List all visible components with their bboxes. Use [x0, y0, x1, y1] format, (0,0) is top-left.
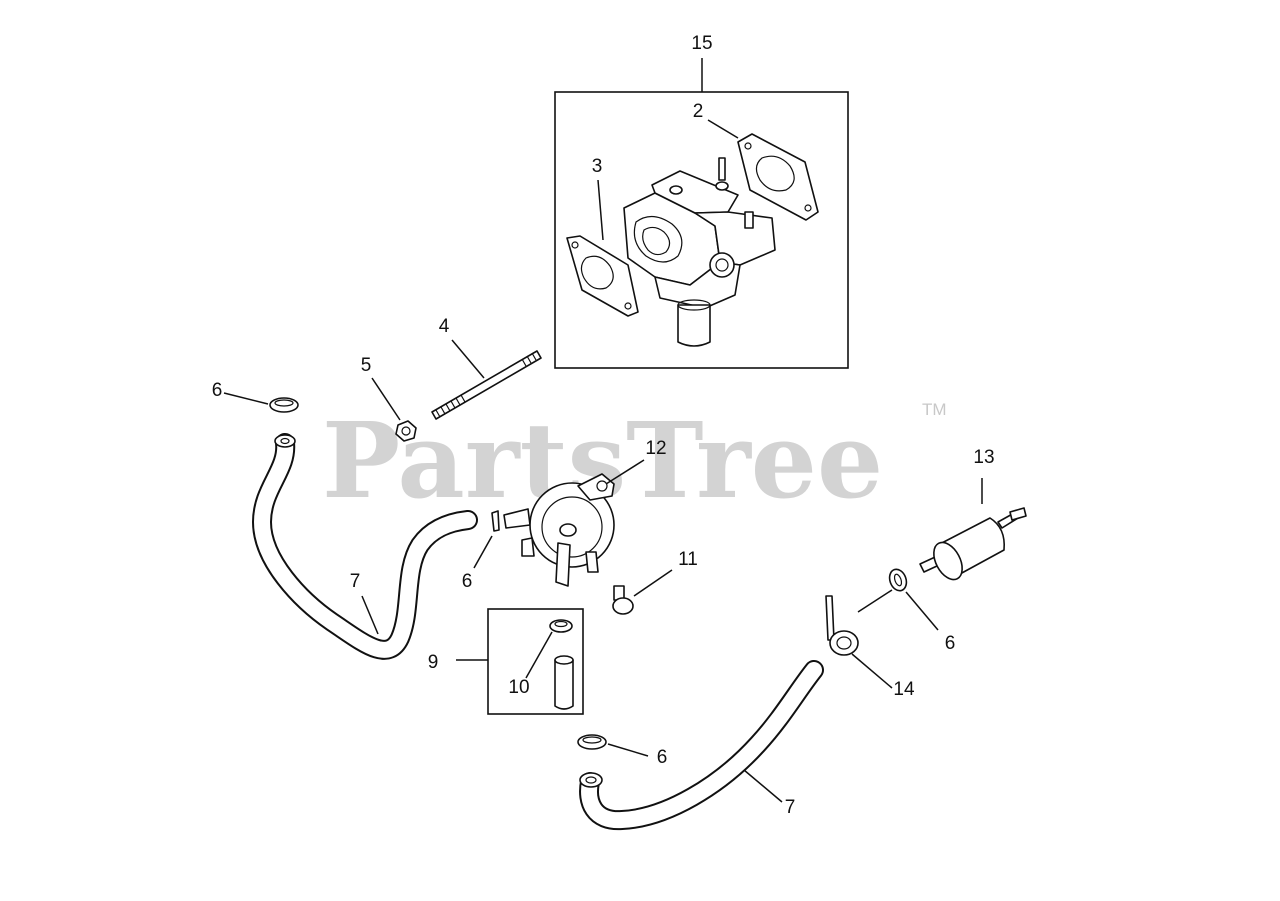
- leader-line-6d: [607, 743, 649, 757]
- stud-4: [431, 339, 542, 420]
- hose-clamp-6-top-left: [223, 392, 299, 413]
- callout-7-right: 7: [785, 797, 796, 818]
- callout-10: 10: [508, 677, 529, 698]
- leader-line-4: [451, 339, 485, 379]
- callout-6-pump: 6: [462, 571, 473, 592]
- leader-line-6b: [473, 535, 493, 569]
- callout-labels: 15 2 3 4 5 6 12 13 6 11 7 9 10 6 14 6 7: [212, 33, 995, 818]
- nut-5: [371, 377, 417, 442]
- hose-clamp-6-pump: [473, 510, 500, 569]
- leader-line-3: [597, 179, 604, 241]
- leader-line-2: [707, 119, 739, 139]
- leader-line-10: [525, 631, 553, 679]
- callout-6-top-left: 6: [212, 380, 223, 401]
- watermark-trademark: TM: [922, 400, 947, 419]
- callout-12: 12: [645, 438, 666, 459]
- hose-clip-14: [825, 589, 893, 689]
- callout-7-left: 7: [350, 571, 361, 592]
- callout-13: 13: [973, 447, 994, 468]
- carburetor-body: [623, 157, 776, 347]
- leader-line-12: [605, 459, 645, 485]
- fitting-kit-9: [456, 608, 584, 715]
- fuel-hose-7-left: [252, 433, 478, 660]
- gasket-2: [737, 133, 819, 221]
- callout-15: 15: [691, 33, 712, 54]
- callout-9: 9: [428, 652, 439, 673]
- callout-11: 11: [678, 549, 698, 570]
- leader-line-6c: [905, 591, 939, 631]
- callout-3: 3: [592, 156, 603, 177]
- screw-11: [612, 569, 673, 615]
- leader-line-7b: [743, 769, 783, 803]
- fitting-kit-frame: [487, 608, 584, 715]
- hose-segment-filter-to-clip: [857, 589, 893, 613]
- gasket-3: [566, 235, 639, 317]
- fuel-hose-7-right: [579, 660, 824, 831]
- leader-line-14: [851, 653, 893, 689]
- leader-line-7a: [361, 595, 379, 635]
- leader-line-11: [633, 569, 673, 597]
- callout-5: 5: [361, 355, 372, 376]
- callout-6-bottom: 6: [657, 747, 668, 768]
- callout-6-filter: 6: [945, 633, 956, 654]
- callout-2: 2: [693, 101, 704, 122]
- hose-clamp-6-filter: [888, 568, 939, 631]
- hose-clamp-6-bottom: [577, 734, 649, 757]
- leader-line-5: [371, 377, 401, 421]
- fuel-filter-13: [919, 478, 1027, 581]
- carburetor-assembly-group: [554, 58, 849, 369]
- callout-4: 4: [439, 316, 450, 337]
- leader-line-6a: [223, 392, 269, 405]
- callout-14: 14: [893, 679, 915, 700]
- fuel-pump-12: [503, 459, 645, 587]
- watermark: PartsTree TM: [322, 399, 947, 522]
